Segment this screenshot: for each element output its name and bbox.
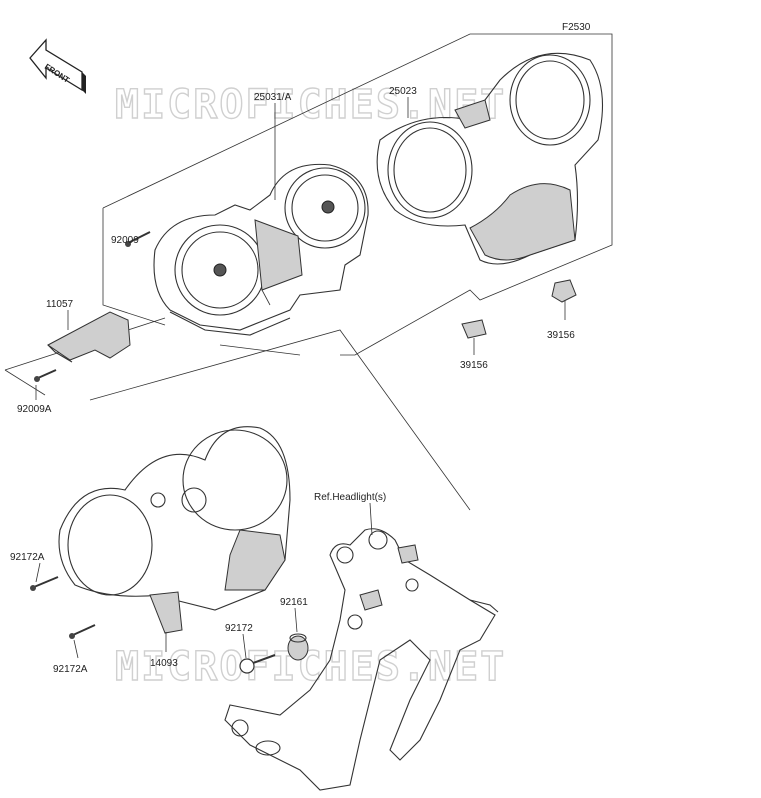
screw-icon — [239, 654, 276, 674]
screw-icon — [30, 576, 59, 591]
watermark-top: MICROFICHES.NET — [115, 82, 506, 128]
meter-cover-part — [376, 52, 604, 265]
label-meter-case: 14093 — [150, 658, 178, 669]
label-damper-center: 39156 — [460, 360, 488, 371]
screw-icon — [69, 624, 96, 639]
label-grommet: 92161 — [280, 597, 308, 608]
screw-icon — [34, 369, 57, 382]
meter-assembly-part — [153, 163, 369, 336]
label-screw-case-upper: 92172A — [10, 552, 45, 563]
label-screw-bracket: 92009A — [17, 404, 52, 415]
reference-note: Ref.Headlight(s) — [314, 492, 386, 503]
damper-icon — [461, 319, 487, 339]
label-bracket: 11057 — [46, 299, 74, 310]
bracket-part — [47, 311, 131, 363]
screw-icon — [125, 231, 151, 247]
label-meter-assembly: 25031/A — [254, 92, 292, 103]
label-screw-grommet: 92172 — [225, 623, 253, 634]
meter-case-part — [58, 426, 291, 634]
diagram-id: F2530 — [562, 22, 591, 33]
damper-icon — [551, 279, 577, 303]
label-screw-top: 92009 — [111, 235, 139, 246]
label-damper-right: 39156 — [547, 330, 575, 341]
grommet-icon — [287, 633, 309, 661]
watermark-bottom: MICROFICHES.NET — [115, 644, 506, 690]
front-arrow-icon: FRONT — [29, 38, 86, 94]
label-screw-case-lower: 92172A — [53, 664, 88, 675]
label-meter-cover: 25023 — [389, 86, 417, 97]
case-frame — [89, 329, 471, 511]
headlight-bracket-part — [224, 528, 499, 791]
